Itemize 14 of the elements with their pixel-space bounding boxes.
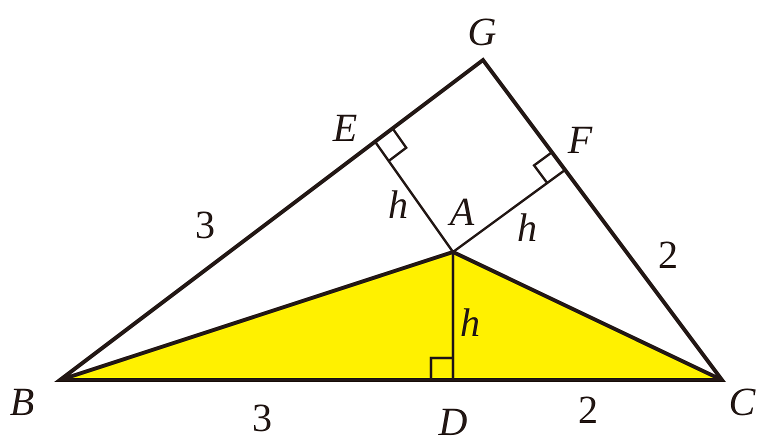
vertex-label: C (728, 382, 756, 422)
length-label: h (388, 185, 408, 225)
length-label: h (517, 208, 537, 248)
length-label: 2 (578, 390, 598, 430)
vertex-label: E (332, 108, 358, 148)
vertex-label: G (468, 12, 496, 52)
vertex-label: F (568, 120, 592, 160)
length-label: h (460, 303, 480, 343)
vertex-label: B (10, 382, 34, 422)
vertex-label: A (450, 192, 474, 232)
length-label: 2 (658, 235, 678, 275)
length-label: 3 (252, 398, 272, 438)
vertex-label: D (438, 402, 468, 442)
length-label: 3 (195, 205, 215, 245)
